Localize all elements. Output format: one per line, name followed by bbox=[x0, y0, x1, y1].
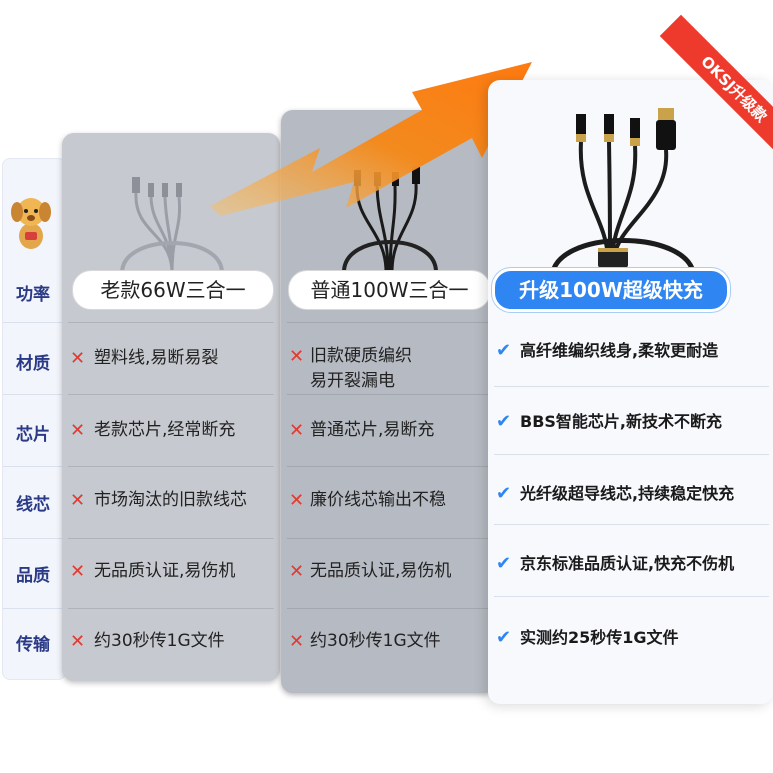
column-old-66w: 老款66W三合一 ✕ 塑料线,易断易裂 ✕ 老款芯片,经常断充 ✕ 市场淘汰的旧… bbox=[62, 133, 280, 681]
cell-upgrade-chip: BBS智能芯片,新技术不断充 bbox=[520, 412, 722, 431]
check-icon: ✔ bbox=[496, 553, 512, 574]
row-label-material: 材质 bbox=[16, 354, 50, 374]
row-divider bbox=[494, 386, 769, 387]
row-label-quality: 品质 bbox=[16, 566, 50, 586]
cross-icon: ✕ bbox=[289, 346, 305, 367]
row-divider bbox=[287, 608, 490, 609]
cross-icon: ✕ bbox=[70, 490, 86, 511]
row-divider bbox=[3, 466, 63, 467]
cell-old-quality: 无品质认证,易伤机 bbox=[94, 561, 236, 581]
old-cable-image bbox=[120, 177, 224, 273]
cell-normal-transfer: 约30秒传1G文件 bbox=[310, 631, 441, 651]
cell-normal-quality: 无品质认证,易伤机 bbox=[310, 561, 452, 581]
cross-icon: ✕ bbox=[70, 561, 86, 582]
row-divider bbox=[3, 394, 63, 395]
cell-upgrade-core: 光纤级超导线芯,持续稳定快充 bbox=[520, 484, 735, 503]
row-divider bbox=[494, 524, 769, 525]
row-divider bbox=[68, 322, 274, 323]
row-divider bbox=[494, 454, 769, 455]
column-normal-100w: 普通100W三合一 ✕ 旧款硬质编织 易开裂漏电 ✕ 普通芯片,易断充 ✕ 廉价… bbox=[281, 110, 496, 693]
row-divider bbox=[287, 466, 490, 467]
cell-normal-core: 廉价线芯输出不稳 bbox=[310, 490, 446, 510]
row-label-transfer: 传输 bbox=[16, 635, 50, 655]
header-upgrade-100w: 升级100W超级快充 bbox=[492, 268, 730, 312]
cross-icon: ✕ bbox=[70, 631, 86, 652]
mascot-dog-icon bbox=[11, 198, 51, 249]
row-divider bbox=[68, 608, 274, 609]
row-divider bbox=[3, 538, 63, 539]
cell-old-chip: 老款芯片,经常断充 bbox=[94, 420, 236, 440]
cross-icon: ✕ bbox=[289, 561, 305, 582]
cross-icon: ✕ bbox=[289, 490, 305, 511]
cell-upgrade-transfer: 实测约25秒传1G文件 bbox=[520, 628, 679, 647]
row-divider bbox=[68, 538, 274, 539]
row-divider bbox=[287, 394, 490, 395]
cell-upgrade-material: 高纤维编织线身,柔软更耐造 bbox=[520, 341, 719, 360]
check-icon: ✔ bbox=[496, 627, 512, 648]
cross-icon: ✕ bbox=[70, 348, 86, 369]
cross-icon: ✕ bbox=[70, 420, 86, 441]
cell-normal-material: 旧款硬质编织 易开裂漏电 bbox=[310, 346, 412, 391]
row-label-power: 功率 bbox=[16, 285, 50, 305]
row-divider bbox=[68, 466, 274, 467]
cross-icon: ✕ bbox=[289, 420, 305, 441]
cross-icon: ✕ bbox=[289, 631, 305, 652]
header-old-66w: 老款66W三合一 bbox=[72, 270, 274, 310]
row-divider bbox=[68, 394, 274, 395]
cell-old-core: 市场淘汰的旧款线芯 bbox=[94, 490, 247, 510]
row-label-chip: 芯片 bbox=[16, 425, 50, 445]
cell-normal-chip: 普通芯片,易断充 bbox=[310, 420, 435, 440]
row-divider bbox=[287, 322, 490, 323]
upgrade-cable-image bbox=[549, 108, 697, 278]
check-icon: ✔ bbox=[496, 483, 512, 504]
cell-upgrade-quality: 京东标准品质认证,快充不伤机 bbox=[520, 554, 735, 573]
header-normal-100w: 普通100W三合一 bbox=[288, 270, 491, 310]
upgrade-arrow-icon bbox=[210, 62, 532, 216]
column-upgrade-100w: 升级100W超级快充 ✔ 高纤维编织线身,柔软更耐造 ✔ BBS智能芯片,新技术… bbox=[488, 80, 773, 704]
row-divider bbox=[287, 538, 490, 539]
row-divider bbox=[3, 322, 63, 323]
row-divider bbox=[3, 608, 63, 609]
row-divider bbox=[494, 596, 769, 597]
check-icon: ✔ bbox=[496, 411, 512, 432]
row-label-core: 线芯 bbox=[16, 495, 50, 515]
check-icon: ✔ bbox=[496, 340, 512, 361]
cell-old-material: 塑料线,易断易裂 bbox=[94, 348, 219, 368]
cell-old-transfer: 约30秒传1G文件 bbox=[94, 631, 225, 651]
